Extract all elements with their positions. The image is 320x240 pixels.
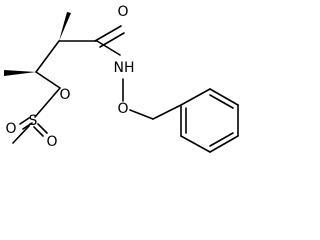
molecule-structure: O NH O O S O O (4, 4, 239, 153)
ring-inner-bond-1 (209, 94, 234, 109)
atom-amide-nitrogen: NH (114, 60, 135, 76)
atom-ester-oxygen: O (59, 87, 70, 103)
bond-ether-o-ch2 (129, 109, 154, 120)
atom-carbonyl-oxygen: O (117, 4, 128, 20)
bond-s-o-right-b (33, 126, 44, 137)
bond-lines (12, 25, 182, 144)
bond-s-o-left-b (22, 122, 33, 130)
bond-c2-c3 (35, 40, 60, 73)
wedge-c2-methyl (59, 12, 71, 41)
bond-c1-n (96, 40, 121, 56)
bond-s-o-left-a (19, 117, 30, 125)
atom-sulfur: S (29, 113, 38, 129)
bond-c1-carbonyl-o-a (94, 25, 122, 42)
atom-ether-oxygen: O (117, 101, 128, 117)
ring-inner-bond-2 (209, 132, 234, 147)
bond-s-methyl (12, 125, 30, 144)
atom-sulfonyl-oxygen-right: O (46, 134, 57, 150)
bond-ch2-ring (152, 104, 182, 120)
wedge-c3-methyl (4, 70, 36, 76)
atom-labels: O NH O O S O O (5, 4, 134, 150)
atom-sulfonyl-oxygen-left: O (5, 121, 16, 137)
ring-bond-2 (209, 88, 239, 106)
bond-c3-ester-o (35, 71, 61, 89)
ring-bond-5 (180, 135, 211, 153)
bond-ester-o-s (34, 87, 61, 118)
ring-bond-4 (209, 135, 239, 153)
bond-s-o-right-a (37, 123, 48, 134)
ring-bond-1 (180, 88, 211, 106)
stereo-wedges (4, 12, 71, 76)
benzene-ring (180, 88, 239, 153)
